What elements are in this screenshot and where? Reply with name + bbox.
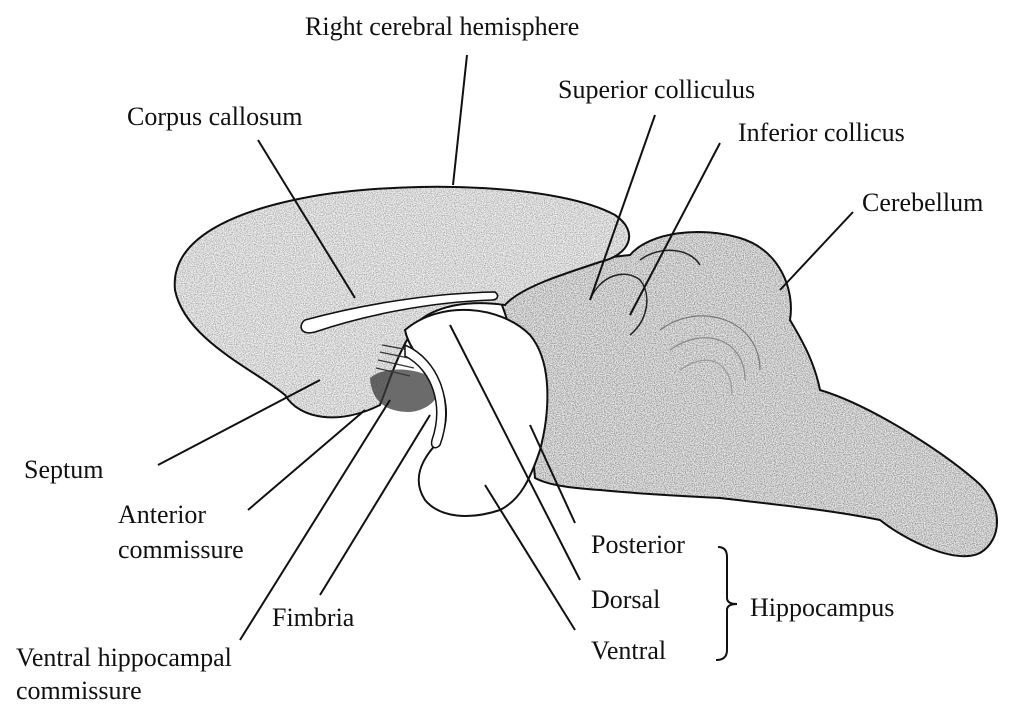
- cerebellum-brainstem-shape: [500, 232, 997, 556]
- label-corpus-callosum: Corpus callosum: [127, 102, 303, 132]
- label-anterior-commissure-line1: Anterior: [118, 500, 206, 530]
- label-superior-colliculus: Superior colliculus: [558, 75, 755, 105]
- leader-right-cerebral-hemisphere: [453, 55, 467, 185]
- leader-ventral: [485, 485, 575, 630]
- label-right-cerebral-hemisphere: Right cerebral hemisphere: [305, 12, 579, 42]
- label-septum: Septum: [24, 455, 103, 485]
- label-ventral-hippocampal-commissure-line2: commissure: [16, 676, 142, 706]
- leader-cerebellum: [780, 212, 853, 290]
- label-dorsal: Dorsal: [591, 585, 660, 615]
- label-ventral: Ventral: [591, 636, 666, 666]
- leader-anterior-commissure: [248, 410, 365, 510]
- label-anterior-commissure-line2: commissure: [118, 535, 244, 565]
- label-inferior-collicus: Inferior collicus: [738, 118, 905, 148]
- hippocampus-shape: [405, 310, 547, 516]
- leader-septum: [158, 380, 320, 465]
- label-posterior: Posterior: [591, 530, 685, 560]
- leader-fimbria: [320, 415, 430, 595]
- label-fimbria: Fimbria: [272, 603, 354, 633]
- label-ventral-hippocampal-commissure-line1: Ventral hippocampal: [16, 643, 232, 673]
- hippocampus-bracket: [716, 547, 737, 660]
- label-hippocampus: Hippocampus: [750, 593, 894, 623]
- label-cerebellum: Cerebellum: [862, 188, 983, 218]
